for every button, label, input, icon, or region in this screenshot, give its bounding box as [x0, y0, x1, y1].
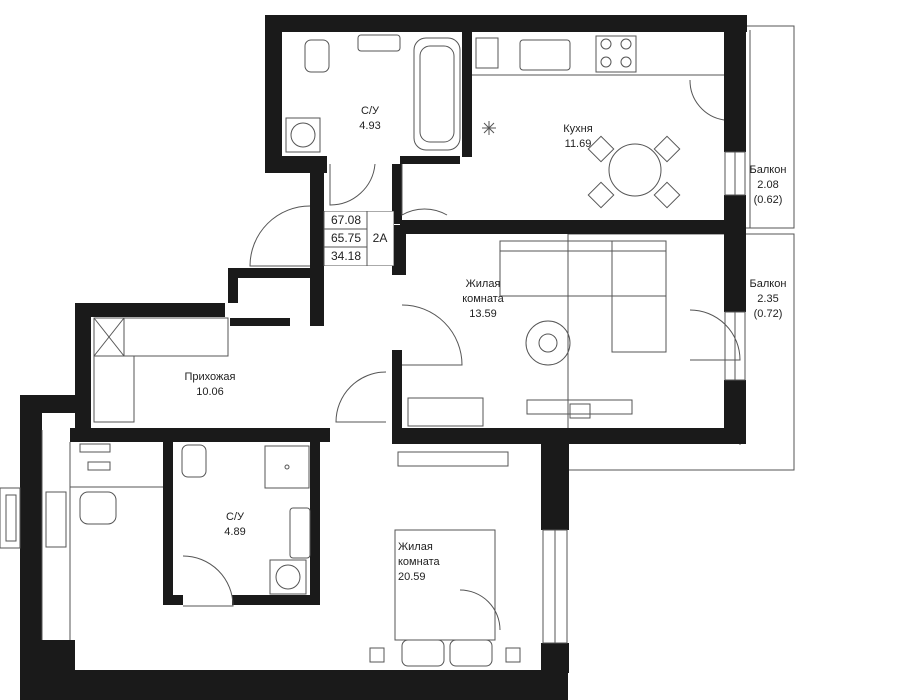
wardrobe-icon: [93, 317, 229, 357]
tv-stand-icon: [526, 399, 633, 415]
kitchen-sink-icon: [519, 39, 571, 71]
dining-table-icon: [608, 143, 662, 197]
label-bedroom: Жилая комната 20.59: [398, 541, 440, 583]
office-furniture: [45, 443, 163, 548]
apartment-type: 2А: [372, 231, 388, 245]
living-area-total: 65.75: [330, 231, 362, 245]
label-kitchen: Кухня 11.69: [563, 123, 593, 150]
shoe-rack-icon: [93, 355, 135, 423]
sofa-icon: [499, 240, 667, 297]
doors: [182, 79, 741, 631]
bedroom-furniture: [369, 451, 521, 667]
label-bathroom-top: С/У 4.93: [359, 105, 381, 132]
coffee-table-icon: [525, 320, 571, 366]
shower-icon: [264, 445, 310, 489]
washing-machine-icon-2: [269, 559, 307, 595]
total-area: 67.08: [330, 213, 362, 227]
label-living-room: Жилая комната 13.59: [462, 278, 504, 320]
bathroom-bottom-fixtures: [181, 444, 311, 595]
office-chair-icon: [79, 491, 117, 525]
label-balcony-bottom: Балкон 2.35 (0.72): [749, 278, 787, 320]
bathtub-icon: [413, 37, 461, 151]
living-area: 34.18: [330, 249, 362, 263]
sink-icon-2: [289, 507, 311, 559]
label-balcony-top: Балкон 2.08 (0.62): [749, 164, 787, 206]
bed-icon: [394, 529, 496, 641]
pillow-icon-2: [449, 639, 493, 667]
pillow-icon: [401, 639, 445, 667]
stove-icon: [595, 35, 637, 73]
toilet-icon-2: [181, 444, 207, 478]
living-room-furniture: [499, 240, 667, 419]
hallway-furniture: [93, 317, 229, 423]
label-hallway: Прихожая 10.06: [184, 371, 236, 398]
bathroom-top-fixtures: [285, 34, 461, 153]
desk-lamp-icon: [79, 443, 111, 453]
apartment-info-table: 67.08 65.75 34.18 2А: [322, 211, 394, 266]
washing-machine-icon: [285, 117, 321, 153]
label-bathroom-bottom: С/У 4.89: [224, 511, 246, 538]
kitchen-fixtures: [472, 35, 724, 209]
tv-stand-icon-2: [397, 451, 509, 467]
sink-icon: [357, 34, 401, 52]
toilet-icon: [304, 39, 330, 73]
walls: [20, 15, 747, 700]
radiator-icon: [475, 37, 499, 69]
